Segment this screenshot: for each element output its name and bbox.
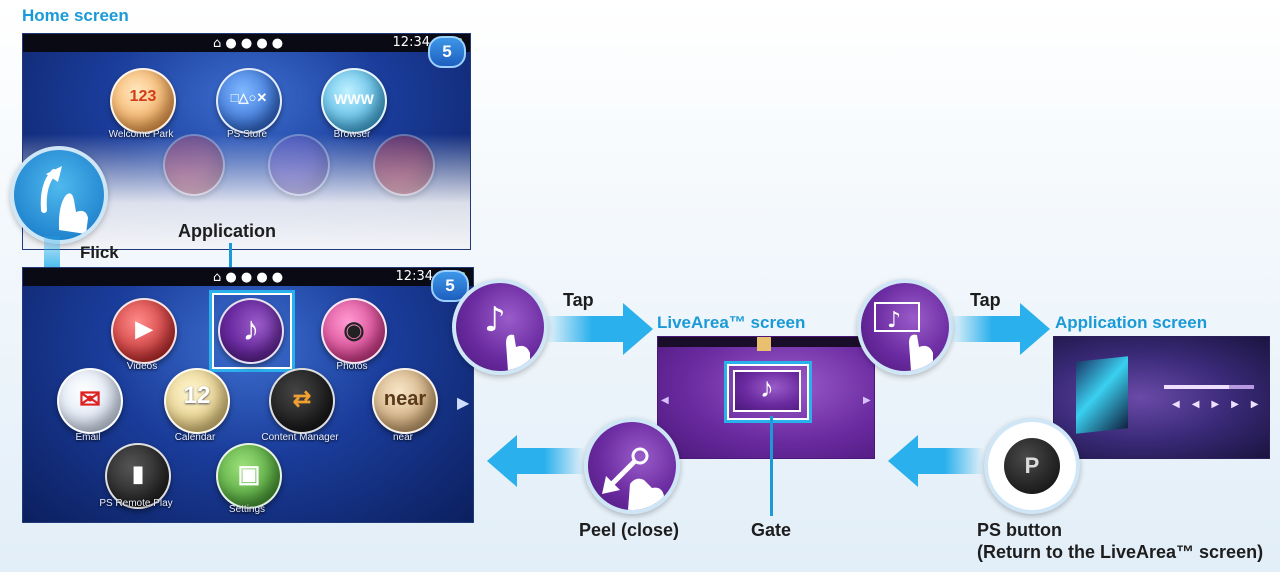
ps-arrow-left-icon [888, 435, 984, 487]
peel-close-label: Peel (close) [579, 520, 680, 540]
content-manager-app[interactable]: ⇄ [269, 368, 335, 434]
tap-arrow-right-icon [950, 303, 1050, 355]
email-app[interactable]: ✉ [57, 368, 123, 434]
page-number-badge[interactable]: 5 [428, 36, 466, 68]
near-app[interactable]: near [372, 368, 438, 434]
livearea-screen: ♪ ◀ ▶ [657, 336, 875, 459]
app-label: near [392, 432, 413, 443]
photos-app[interactable]: ◉ [321, 298, 387, 364]
tap-gesture-icon: ♪ [452, 279, 548, 375]
application-screen: ◀◀▶▶▶ [1053, 336, 1270, 459]
videos-app[interactable]: ▶ [111, 298, 177, 364]
application-screen-title: Application screen [1055, 313, 1208, 332]
ps-remote-play-app[interactable]: ▮ [105, 443, 171, 509]
progress-fill [1164, 385, 1229, 389]
app-label: Content Manager [261, 432, 339, 443]
app-label: Email [75, 432, 101, 443]
ps-button-icon: P [984, 418, 1080, 514]
tap-label-1: Tap [563, 290, 594, 310]
gate-label: Gate [751, 520, 792, 540]
status-bar: ⌂ ● ● ● ● 12:34 [23, 34, 470, 52]
clock: 12:34 [392, 35, 430, 50]
app-label: Settings [228, 504, 266, 515]
ps-logo-icon: P [1024, 453, 1040, 478]
ps-button[interactable]: P [1004, 438, 1060, 494]
svg-text:♪: ♪ [887, 308, 901, 333]
settings-app[interactable]: ▣ [216, 443, 282, 509]
home-screen-bottom: ⌂ ● ● ● ● 12:34 5 ▶ Videos ♪ ◉ Photos ✉ … [22, 267, 474, 523]
notification-icons: ⌂ ● ● ● ● [213, 36, 284, 51]
application-highlight-frame [209, 290, 295, 372]
progress-bar [1164, 385, 1254, 389]
status-bar: ⌂ ● ● ● ● 12:34 [23, 268, 473, 286]
faded-app-icon [373, 134, 435, 196]
app-label: Calendar [174, 432, 216, 443]
svg-text:♪: ♪ [484, 300, 506, 340]
app-label: Videos [126, 361, 158, 372]
peel-gesture-icon [584, 418, 680, 514]
flick-label: Flick [80, 243, 119, 262]
tap-gesture-icon: ♪ [857, 279, 953, 375]
ps-button-note: (Return to the LiveArea™ screen) [977, 542, 1264, 562]
app-label: PS Remote Play [99, 498, 173, 509]
faded-app-icon [163, 134, 225, 196]
ps-store-app[interactable]: □△○✕ [216, 68, 282, 134]
notification-icons: ⌂ ● ● ● ● [213, 270, 284, 285]
album-art [1076, 356, 1128, 434]
gate[interactable]: ♪ [733, 370, 801, 412]
flick-gesture-icon [10, 146, 108, 244]
music-app[interactable]: ♪ [218, 298, 284, 364]
clock: 12:34 [395, 269, 433, 284]
gate-callout-line [770, 416, 773, 516]
next-page-chevron-icon[interactable]: ▶ [457, 395, 470, 412]
application-label: Application [178, 221, 276, 241]
tap-arrow-right-icon [545, 303, 653, 355]
welcome-park-app[interactable]: 123 [110, 68, 176, 134]
livearea-screen-title: LiveArea™ screen [657, 313, 806, 332]
app-label: Photos [336, 361, 368, 372]
next-chevron-icon[interactable]: ▶ [863, 395, 871, 406]
peel-arrow-left-icon [487, 435, 585, 487]
playback-controls[interactable]: ◀◀▶▶▶ [1172, 399, 1270, 410]
page-number-badge[interactable]: 5 [431, 270, 469, 302]
flick-arrow-shaft [44, 236, 60, 276]
browser-app[interactable]: WWW [321, 68, 387, 134]
gate-highlight-frame [724, 361, 812, 423]
home-screen-top: ⌂ ● ● ● ● 12:34 5 123 Welcome Park □△○✕ … [22, 33, 471, 250]
calendar-app[interactable]: 12 [164, 368, 230, 434]
prev-chevron-icon[interactable]: ◀ [661, 395, 669, 406]
faded-app-icon [268, 134, 330, 196]
tap-label-2: Tap [970, 290, 1001, 310]
ps-button-label: PS button [977, 520, 1062, 540]
home-screen-title: Home screen [22, 6, 129, 25]
application-callout-line [229, 243, 232, 289]
app-tab-icon [757, 337, 771, 351]
